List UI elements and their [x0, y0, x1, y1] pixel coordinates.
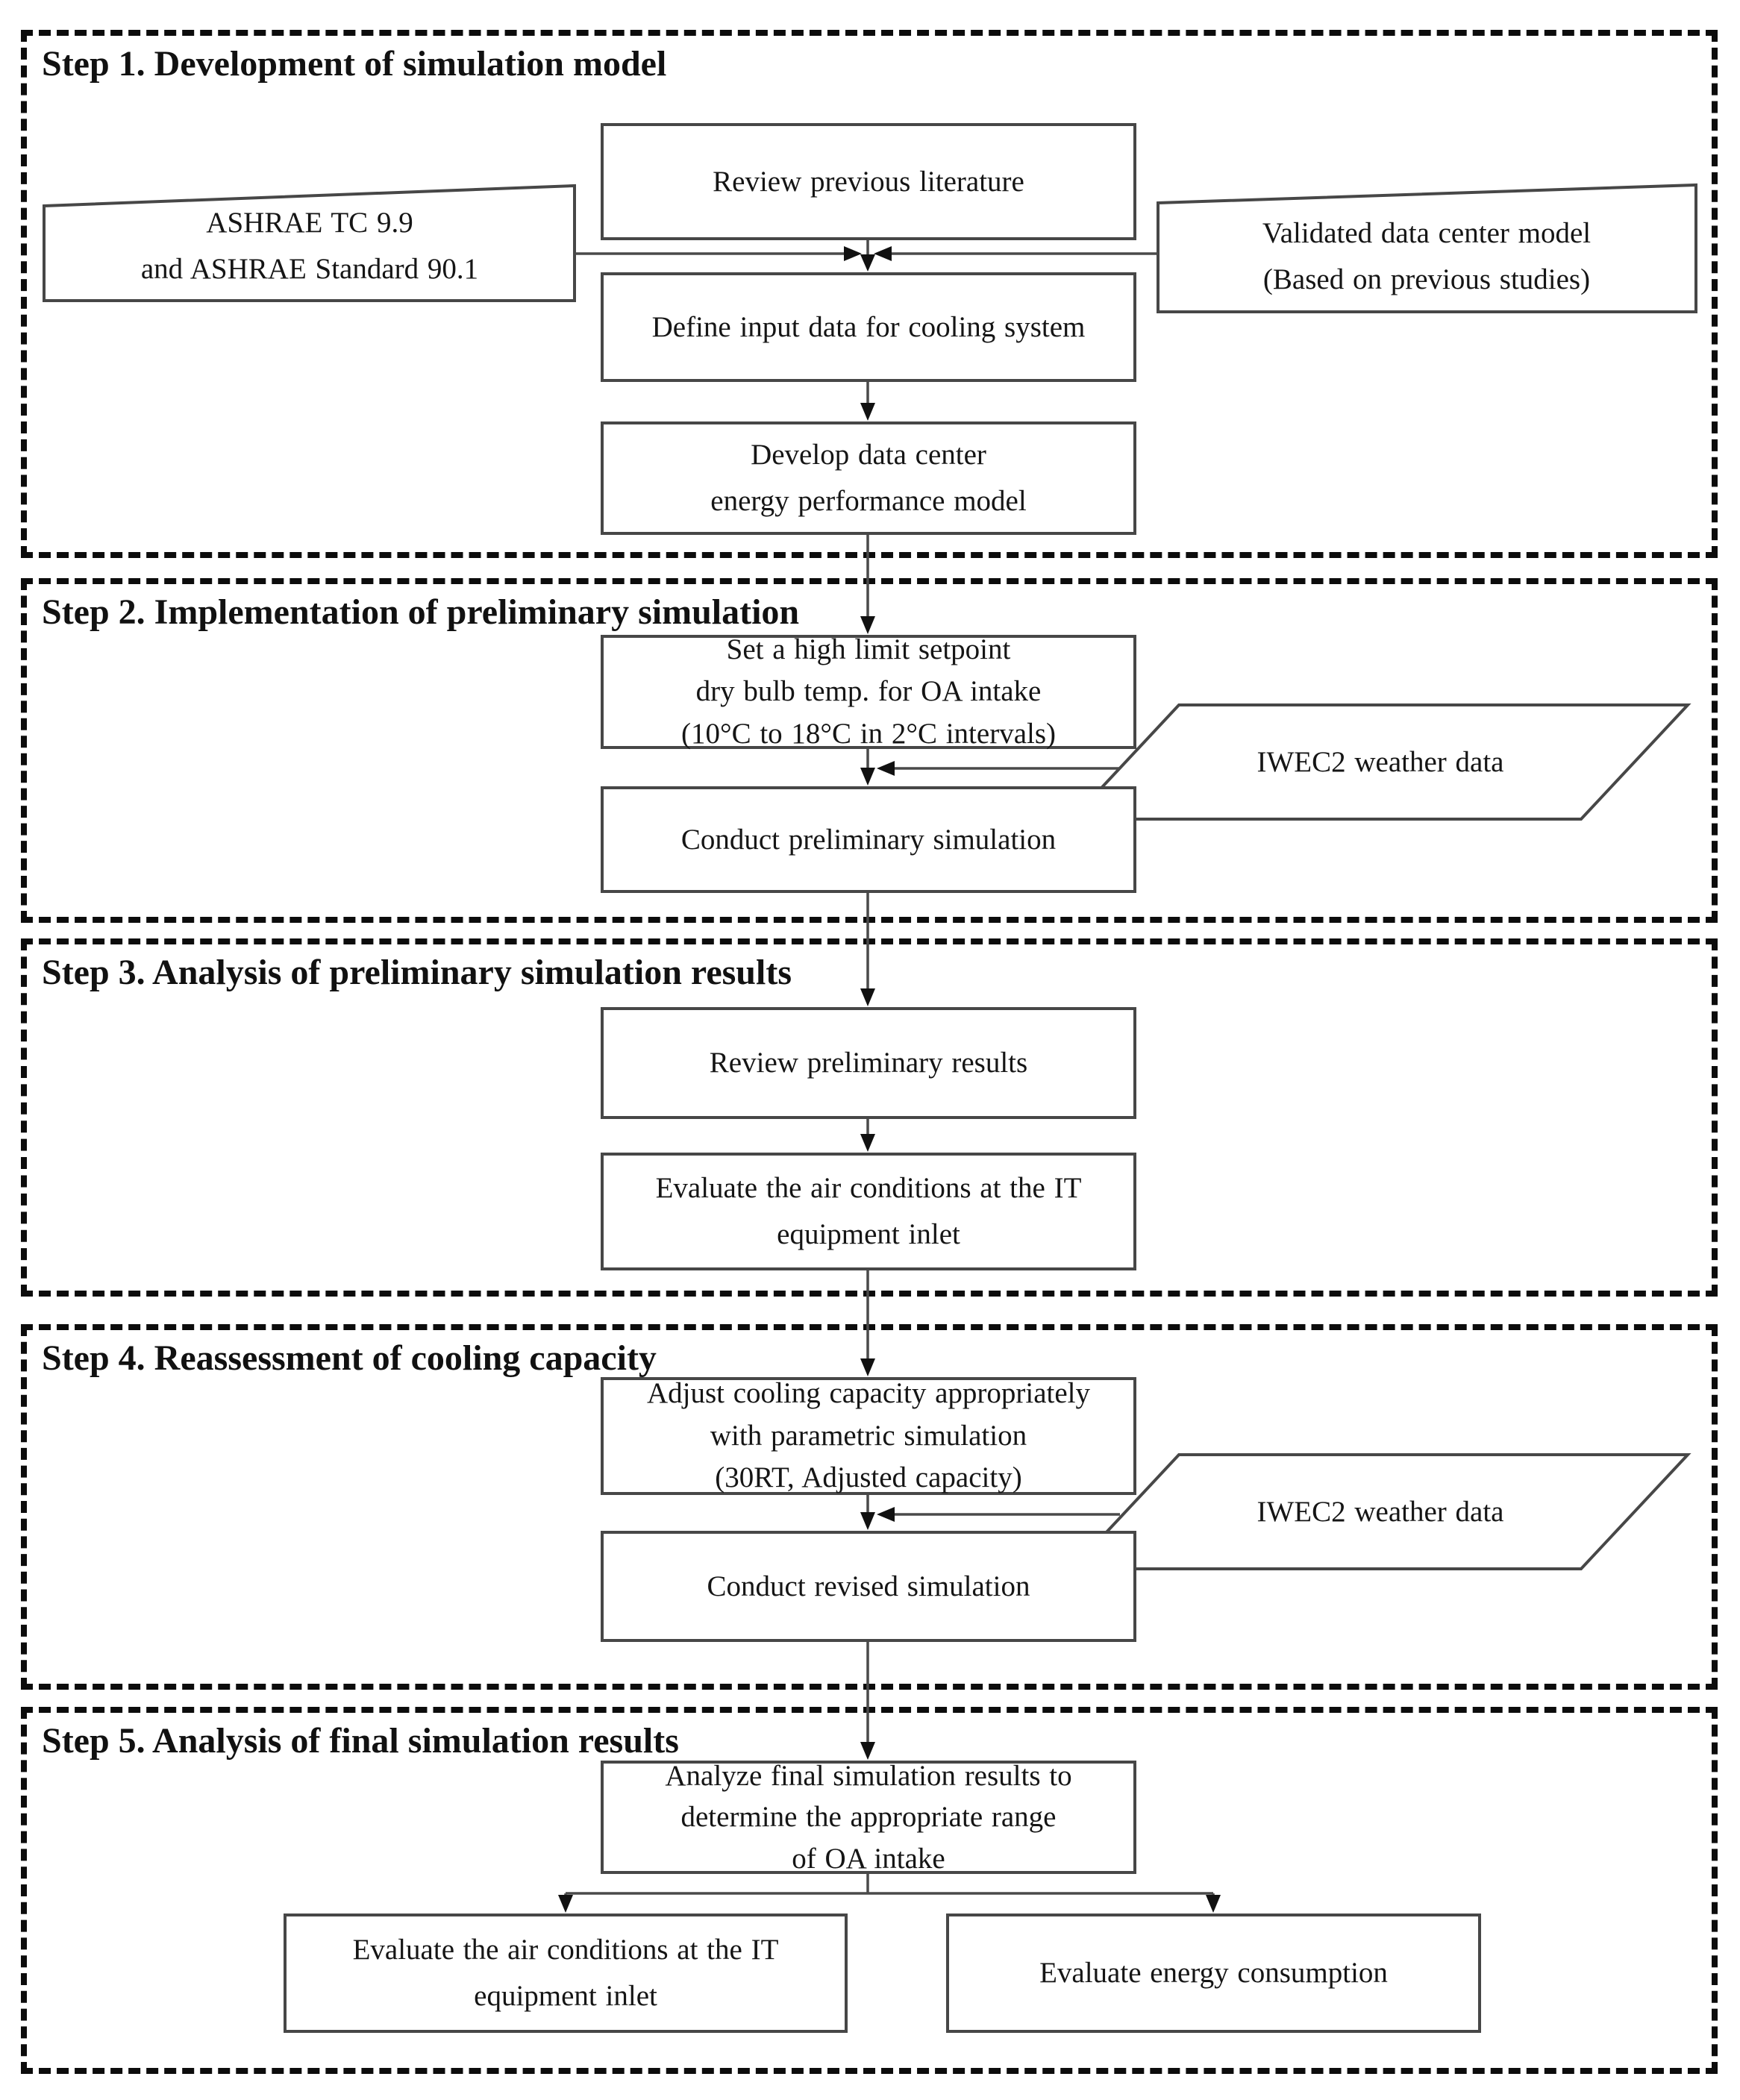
- validated-model-label: Validated data center model (Based on pr…: [1262, 217, 1592, 295]
- evaluate-air-conditions-final-box: Evaluate the air conditions at the IT eq…: [284, 1913, 848, 2033]
- define-input-data-box: Define input data for cooling system: [601, 272, 1136, 382]
- ashrae-reference-shape: [43, 184, 576, 302]
- step3-panel: [21, 938, 1718, 1297]
- step1-title: Step 1. Development of simulation model: [42, 44, 667, 84]
- validated-model-shape: [1157, 183, 1697, 313]
- step3-title: Step 3. Analysis of preliminary simulati…: [42, 953, 792, 992]
- iwec2-weather-data-shape-1: [1068, 703, 1692, 821]
- develop-energy-model-box: Develop data center energy performance m…: [601, 421, 1136, 535]
- review-preliminary-results-box: Review preliminary results: [601, 1007, 1136, 1119]
- set-high-limit-setpoint-box: Set a high limit setpoint dry bulb temp.…: [601, 633, 1136, 750]
- step4-title: Step 4. Reassessment of cooling capacity: [42, 1338, 657, 1378]
- ashrae-reference-label: ASHRAE TC 9.9 and ASHRAE Standard 90.1: [140, 207, 479, 285]
- flow-arrowheads: [558, 246, 1221, 1913]
- step1-panel: [21, 30, 1718, 558]
- conduct-preliminary-simulation-box: Conduct preliminary simulation: [601, 786, 1136, 893]
- review-previous-literature-box: Review previous literature: [601, 123, 1136, 240]
- step2-panel: [21, 578, 1718, 923]
- conduct-revised-simulation-box: Conduct revised simulation: [601, 1531, 1136, 1642]
- adjust-cooling-capacity-box: Adjust cooling capacity appropriately wi…: [601, 1377, 1136, 1495]
- step5-title: Step 5. Analysis of final simulation res…: [42, 1721, 679, 1761]
- step2-title: Step 2. Implementation of preliminary si…: [42, 592, 800, 632]
- evaluate-air-conditions-preliminary-box: Evaluate the air conditions at the IT eq…: [601, 1153, 1136, 1270]
- analyze-final-results-box: Analyze final simulation results to dete…: [601, 1760, 1136, 1875]
- flow-lines: [564, 240, 1215, 1909]
- step4-panel: [21, 1324, 1718, 1690]
- iwec2-weather-data-label-1: IWEC2 weather data: [1257, 745, 1504, 778]
- evaluate-energy-consumption-box: Evaluate energy consumption: [946, 1913, 1481, 2033]
- step5-panel: [21, 1707, 1718, 2074]
- iwec2-weather-data-label-2: IWEC2 weather data: [1257, 1495, 1504, 1528]
